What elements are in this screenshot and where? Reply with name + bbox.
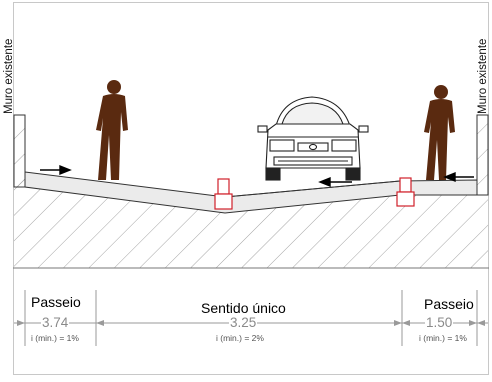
section-width-carriageway: 3.25 <box>229 315 258 330</box>
section-slope-carriageway: i (min.) = 2% <box>216 333 264 343</box>
section-width-sidewalk-left: 3.74 <box>41 315 70 330</box>
left-wall <box>13 114 26 188</box>
section-name-sidewalk-right: Passeio <box>424 296 474 312</box>
flow-arrow-icon <box>40 164 72 176</box>
ground-hatch <box>14 170 488 268</box>
car-icon <box>257 96 369 181</box>
section-name-sidewalk-left: Passeio <box>31 294 81 310</box>
left-wall-label: Muro existente <box>3 38 15 114</box>
drain-icon <box>214 178 233 210</box>
pedestrian-icon <box>424 85 455 180</box>
pedestrian-icon <box>96 80 128 180</box>
dimension-arrow-icon <box>17 320 485 326</box>
right-wall-label: Muro existente <box>477 38 489 114</box>
section-width-sidewalk-right: 1.50 <box>425 315 454 330</box>
flow-arrow-icon <box>318 176 352 188</box>
section-slope-sidewalk-left: i (min.) = 1% <box>31 333 79 343</box>
drain-icon <box>396 177 415 207</box>
carriageway-edge <box>224 180 401 198</box>
flow-arrow-icon <box>443 171 474 183</box>
section-slope-sidewalk-right: i (min.) = 1% <box>419 333 467 343</box>
section-name-carriageway: Sentido único <box>201 300 286 316</box>
right-wall <box>476 114 489 196</box>
